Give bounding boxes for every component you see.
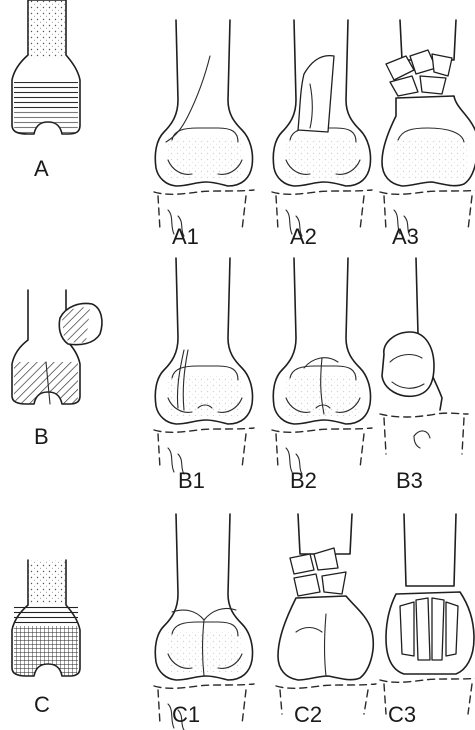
figure-a3 [380,20,475,236]
label-c1: C1 [172,702,200,727]
schematic-a [12,0,80,134]
label-c2: C2 [294,702,322,727]
figure-c1 [154,514,254,730]
label-c: C [34,692,50,717]
figure-b1 [154,258,254,474]
label-a: A [34,156,49,181]
label-b3: B3 [396,468,423,493]
label-b1: B1 [178,468,205,493]
figure-a1 [154,20,254,236]
label-b2: B2 [290,468,317,493]
label-c3: C3 [388,702,416,727]
figure-c2 [276,514,376,714]
schematic-c [12,560,80,676]
schematic-b [12,290,102,404]
figure-b3 [380,258,468,454]
label-a1: A1 [172,224,199,249]
figure-b2 [272,258,372,474]
label-b: B [34,424,49,449]
label-a3: A3 [392,224,419,249]
figure-c3 [380,514,475,714]
figure-a2 [272,20,372,236]
label-a2: A2 [290,224,317,249]
